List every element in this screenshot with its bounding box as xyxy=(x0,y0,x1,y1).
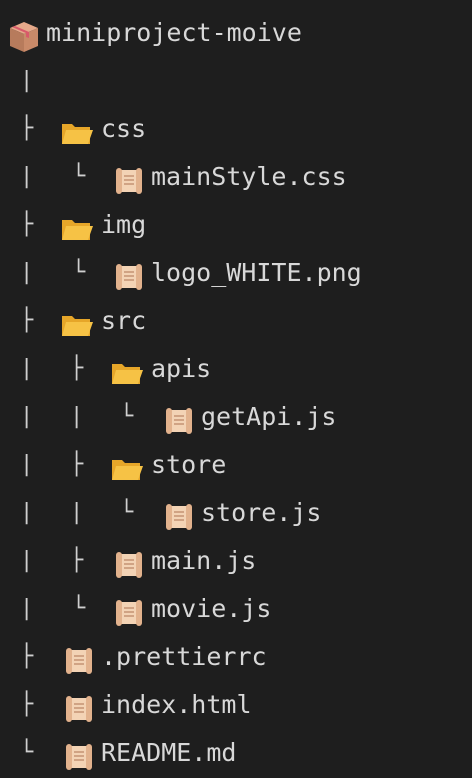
tree-pipe: | xyxy=(20,164,34,189)
tree-item-store[interactable]: | ├ store xyxy=(0,442,472,490)
folder-icon xyxy=(60,118,94,148)
folder-icon xyxy=(110,358,144,388)
tree-pipe: | xyxy=(20,356,34,381)
tree-item-index-html[interactable]: ├ index.html xyxy=(0,682,472,730)
tree-branch: ├ xyxy=(20,116,34,141)
tree-corner: └ xyxy=(20,740,34,765)
folder-icon xyxy=(60,310,94,340)
scroll-icon xyxy=(112,262,146,292)
tree-pipe: | xyxy=(20,404,34,429)
tree-pipe: | xyxy=(20,596,34,621)
tree-branch: ├ xyxy=(70,452,84,477)
tree-pipe: | xyxy=(20,68,34,93)
file-label: README.md xyxy=(101,738,237,767)
scroll-icon xyxy=(112,598,146,628)
tree-pipe: | xyxy=(20,500,34,525)
file-label: logo_WHITE.png xyxy=(151,258,362,287)
tree-item-mainstyle-css[interactable]: | └ mainStyle.css xyxy=(0,154,472,202)
scroll-icon xyxy=(112,550,146,580)
tree-pipe: | xyxy=(20,452,34,477)
root-folder-label: miniproject-moive xyxy=(46,18,302,47)
scroll-icon xyxy=(62,646,96,676)
tree-spacer-row: | xyxy=(0,58,472,106)
folder-icon xyxy=(110,454,144,484)
folder-label: img xyxy=(101,210,147,239)
tree-branch: ├ xyxy=(20,692,34,717)
file-label: store.js xyxy=(201,498,322,527)
tree-item-store-js[interactable]: | | └ store.js xyxy=(0,490,472,538)
tree-pipe: | xyxy=(70,404,84,429)
folder-icon xyxy=(60,214,94,244)
tree-root-row[interactable]: miniproject-moive xyxy=(0,10,472,58)
tree-corner: └ xyxy=(72,260,86,285)
tree-branch: ├ xyxy=(70,548,84,573)
scroll-icon xyxy=(62,742,96,772)
tree-pipe: | xyxy=(20,260,34,285)
tree-item-movie-js[interactable]: | └ movie.js xyxy=(0,586,472,634)
tree-item-logo-png[interactable]: | └ logo_WHITE.png xyxy=(0,250,472,298)
file-label: getApi.js xyxy=(201,402,337,431)
tree-pipe: | xyxy=(70,500,84,525)
folder-label: src xyxy=(101,306,147,335)
file-label: .prettierrc xyxy=(101,642,267,671)
tree-item-css[interactable]: ├ css xyxy=(0,106,472,154)
tree-branch: ├ xyxy=(20,644,34,669)
tree-branch: ├ xyxy=(20,308,34,333)
file-label: index.html xyxy=(101,690,252,719)
folder-label: css xyxy=(101,114,147,143)
folder-label: store xyxy=(151,450,227,479)
tree-item-prettierrc[interactable]: ├ .prettierrc xyxy=(0,634,472,682)
scroll-icon xyxy=(112,166,146,196)
scroll-icon xyxy=(162,406,196,436)
file-label: movie.js xyxy=(151,594,272,623)
scroll-icon xyxy=(62,694,96,724)
tree-item-main-js[interactable]: | ├ main.js xyxy=(0,538,472,586)
scroll-icon xyxy=(162,502,196,532)
tree-branch: ├ xyxy=(70,356,84,381)
file-label: main.js xyxy=(151,546,257,575)
tree-branch: ├ xyxy=(20,212,34,237)
file-tree: miniproject-moive | ├ css | └ mainStyle.… xyxy=(0,10,472,778)
tree-pipe: | xyxy=(20,548,34,573)
tree-corner: └ xyxy=(72,596,86,621)
tree-item-apis[interactable]: | ├ apis xyxy=(0,346,472,394)
folder-label: apis xyxy=(151,354,212,383)
package-icon xyxy=(6,20,40,52)
tree-item-img[interactable]: ├ img xyxy=(0,202,472,250)
tree-item-getapi-js[interactable]: | | └ getApi.js xyxy=(0,394,472,442)
tree-corner: └ xyxy=(120,500,134,525)
tree-item-readme-md[interactable]: └ README.md xyxy=(0,730,472,778)
tree-corner: └ xyxy=(72,164,86,189)
file-label: mainStyle.css xyxy=(151,162,347,191)
tree-corner: └ xyxy=(120,404,134,429)
tree-item-src[interactable]: ├ src xyxy=(0,298,472,346)
